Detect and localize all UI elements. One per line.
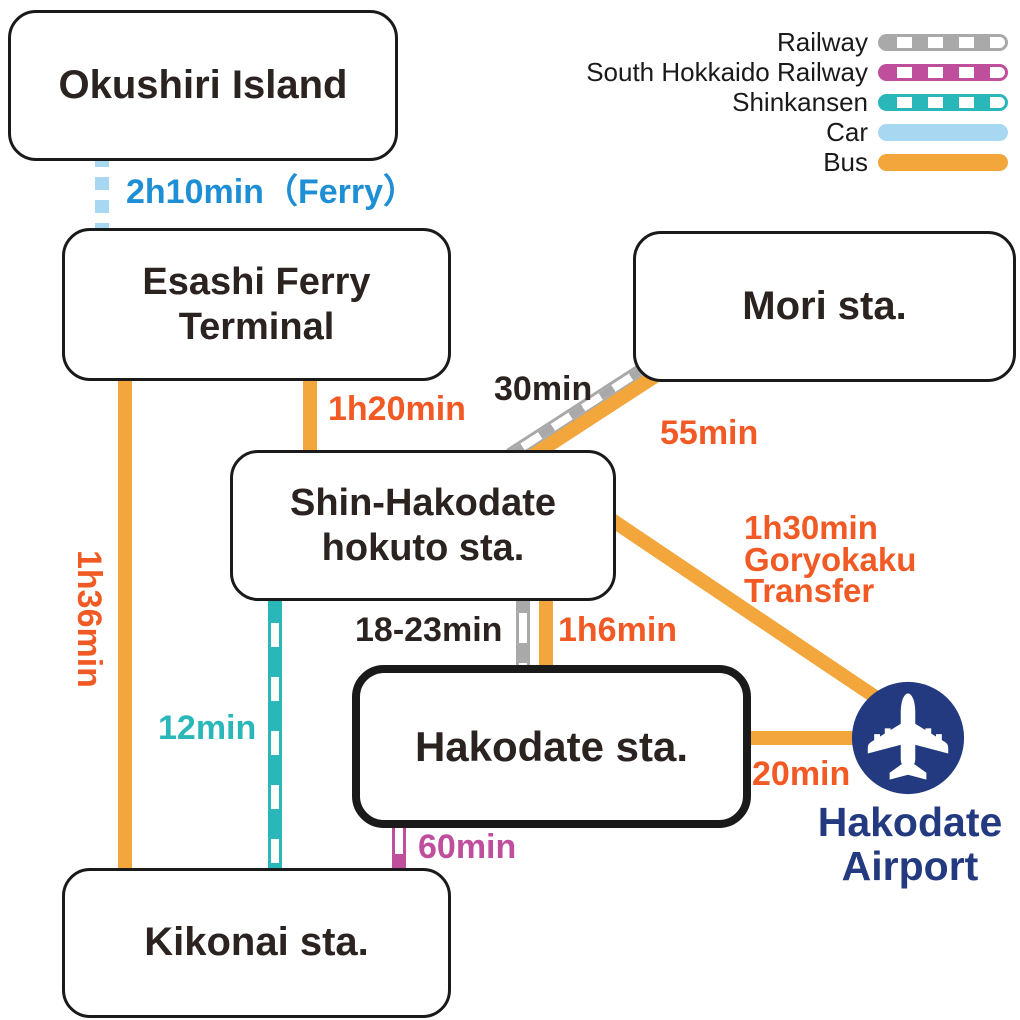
legend-row-railway: Railway bbox=[586, 27, 1008, 57]
route-line-esashi-kikonai-bus bbox=[118, 373, 132, 871]
station-label-esashi-ferry-terminal: Esashi Ferry Terminal bbox=[142, 260, 371, 348]
airport-label: Hakodate Airport bbox=[817, 799, 1003, 890]
legend-label-south-hokkaido-railway: South Hokkaido Railway bbox=[586, 56, 868, 87]
route-label-esashi-kikonai-duration: 1h36min bbox=[70, 550, 108, 688]
route-label-esashi-shinhakodate-duration: 1h20min bbox=[328, 390, 466, 428]
station-label-shin-hakodate-hokuto: Shin-Hakodate hokuto sta. bbox=[289, 481, 557, 569]
route-line-hakodate-airport-bus bbox=[726, 731, 876, 745]
legend-swatch-bus bbox=[878, 153, 1008, 171]
route-label-ferry-duration: 2h10min（Ferry） bbox=[126, 173, 417, 211]
legend-swatch-shinkansen bbox=[878, 93, 1008, 111]
station-box-hakodate: Hakodate sta. bbox=[352, 665, 751, 828]
legend-row-car: Car bbox=[586, 117, 1008, 147]
route-line-okushiri-esashi-ferry bbox=[95, 154, 109, 230]
airport-circle bbox=[850, 680, 966, 796]
legend-row-shinkansen: Shinkansen bbox=[586, 87, 1008, 117]
route-label-hakodate-airport-duration: 20min bbox=[752, 755, 851, 793]
route-line-shinhakodate-hakodate-railway bbox=[516, 593, 530, 667]
legend-label-bus: Bus bbox=[823, 146, 868, 177]
route-label-mori-bus-duration: 55min bbox=[660, 414, 759, 452]
station-box-esashi-ferry-terminal: Esashi Ferry Terminal bbox=[62, 228, 451, 381]
route-label-hakodate-kikonai-duration: 60min bbox=[418, 828, 517, 866]
route-label-goryokaku-transfer: 1h30min Goryokaku Transfer bbox=[744, 509, 917, 609]
station-label-hakodate: Hakodate sta. bbox=[414, 722, 689, 770]
station-label-okushiri-island: Okushiri Island bbox=[58, 62, 348, 107]
legend-swatch-car bbox=[878, 123, 1008, 141]
route-line-shinhakodate-hakodate-bus bbox=[539, 593, 553, 667]
station-label-mori: Mori sta. bbox=[742, 283, 907, 328]
route-label-shinkansen-duration: 12min bbox=[158, 709, 257, 747]
legend-swatch-south-hokkaido-railway bbox=[878, 63, 1008, 81]
legend: Railway South Hokkaido Railway Shinkanse… bbox=[586, 27, 1008, 177]
route-line-shinhakodate-kikonai-shinkansen bbox=[268, 593, 282, 871]
route-label-shinhakodate-hakodate-railway-duration: 18-23min bbox=[355, 611, 503, 649]
station-label-kikonai: Kikonai sta. bbox=[144, 920, 369, 965]
legend-label-shinkansen: Shinkansen bbox=[732, 86, 868, 117]
route-label-shinhakodate-hakodate-bus-duration: 1h6min bbox=[558, 611, 678, 649]
station-box-okushiri-island: Okushiri Island bbox=[8, 10, 398, 161]
route-line-esashi-shinhakodate-bus bbox=[303, 373, 317, 453]
station-box-mori: Mori sta. bbox=[633, 231, 1016, 382]
station-box-shin-hakodate-hokuto: Shin-Hakodate hokuto sta. bbox=[230, 450, 616, 601]
legend-row-bus: Bus bbox=[586, 147, 1008, 177]
airplane-icon bbox=[851, 681, 965, 795]
legend-label-car: Car bbox=[826, 116, 868, 147]
legend-label-railway: Railway bbox=[776, 26, 868, 57]
station-box-kikonai: Kikonai sta. bbox=[62, 868, 451, 1018]
legend-row-south-hokkaido-railway: South Hokkaido Railway bbox=[586, 57, 1008, 87]
route-label-mori-railway-duration: 30min bbox=[494, 370, 593, 408]
legend-swatch-railway bbox=[878, 33, 1008, 51]
